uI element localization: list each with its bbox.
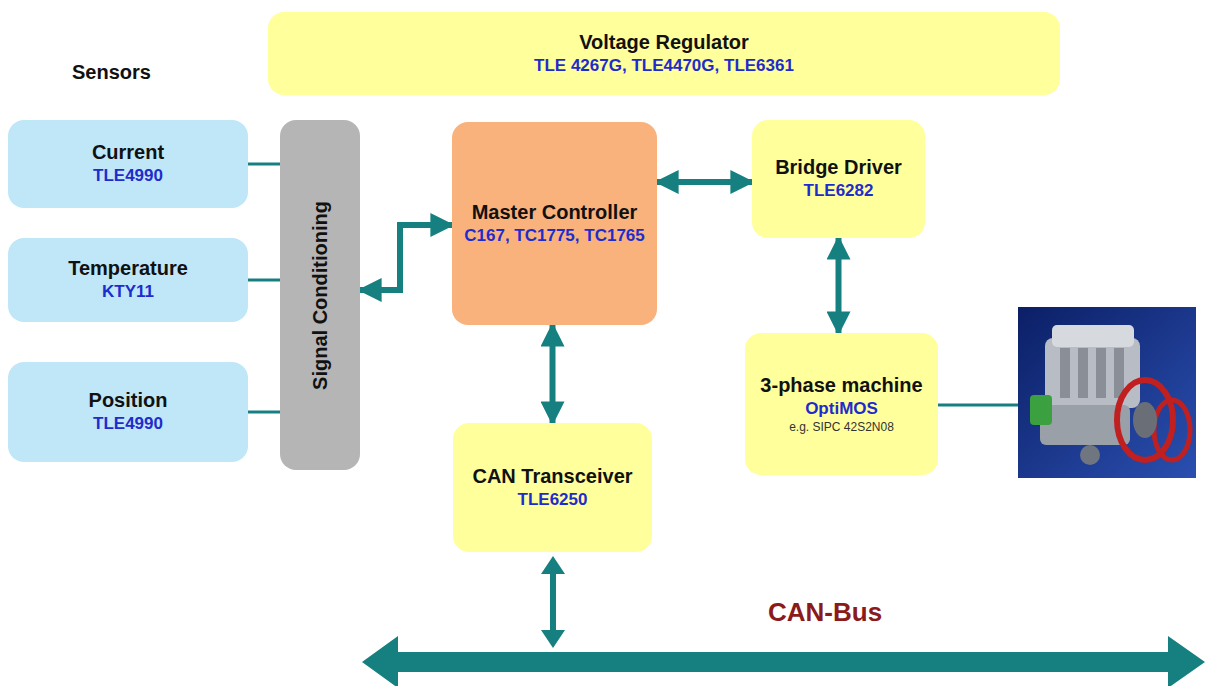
driver-box: Bridge DriverTLE6282 [752,120,925,238]
node-title: Voltage Regulator [579,30,749,55]
node-detail: C167, TC1775, TC1765 [464,225,645,247]
line-connector [248,163,280,166]
node-title: Bridge Driver [775,155,902,180]
machine-box: 3-phase machineOptiMOSe.g. SIPC 42S2N08 [745,333,938,475]
sensor-box: PositionTLE4990 [8,362,248,462]
node-title: CAN Transceiver [472,464,632,489]
node-detail: TLE4990 [93,413,163,435]
line-connector [248,411,280,414]
node-title: Current [92,140,164,165]
node-title: Position [89,388,168,413]
arrow-connector [836,238,842,333]
node-detail: TLE 4267G, TLE4470G, TLE6361 [534,55,794,77]
arrow-connector [360,225,452,290]
bus-stub-head [541,556,565,648]
can-bus-arrow [362,636,1205,686]
node-detail: TLE6250 [518,489,588,511]
bus-label: CAN-Bus [768,596,882,629]
sensor-box: TemperatureKTY11 [8,238,248,322]
node-title: Signal Conditioning [308,201,333,390]
controller-box: Master ControllerC167, TC1775, TC1765 [452,122,657,325]
node-detail: KTY11 [102,281,154,303]
column-heading: Sensors [72,60,151,85]
sensor-box: CurrentTLE4990 [8,120,248,208]
arrow-connector [657,179,752,185]
line-connector [248,279,280,282]
node-detail: e.g. SIPC 42S2N08 [789,420,894,436]
node-title: Master Controller [472,200,638,225]
node-title: Temperature [68,256,188,281]
transceiver-box: CAN TransceiverTLE6250 [453,423,652,552]
node-detail: OptiMOS [805,398,878,420]
node-detail: TLE6282 [804,180,874,202]
regulator-box: Voltage RegulatorTLE 4267G, TLE4470G, TL… [268,12,1060,95]
node-title: 3-phase machine [760,373,922,398]
node-detail: TLE4990 [93,165,163,187]
engine-picture [1018,307,1196,478]
conditioning-band: Signal Conditioning [280,120,360,470]
machine-link [938,404,1018,407]
arrow-connector [550,325,556,423]
